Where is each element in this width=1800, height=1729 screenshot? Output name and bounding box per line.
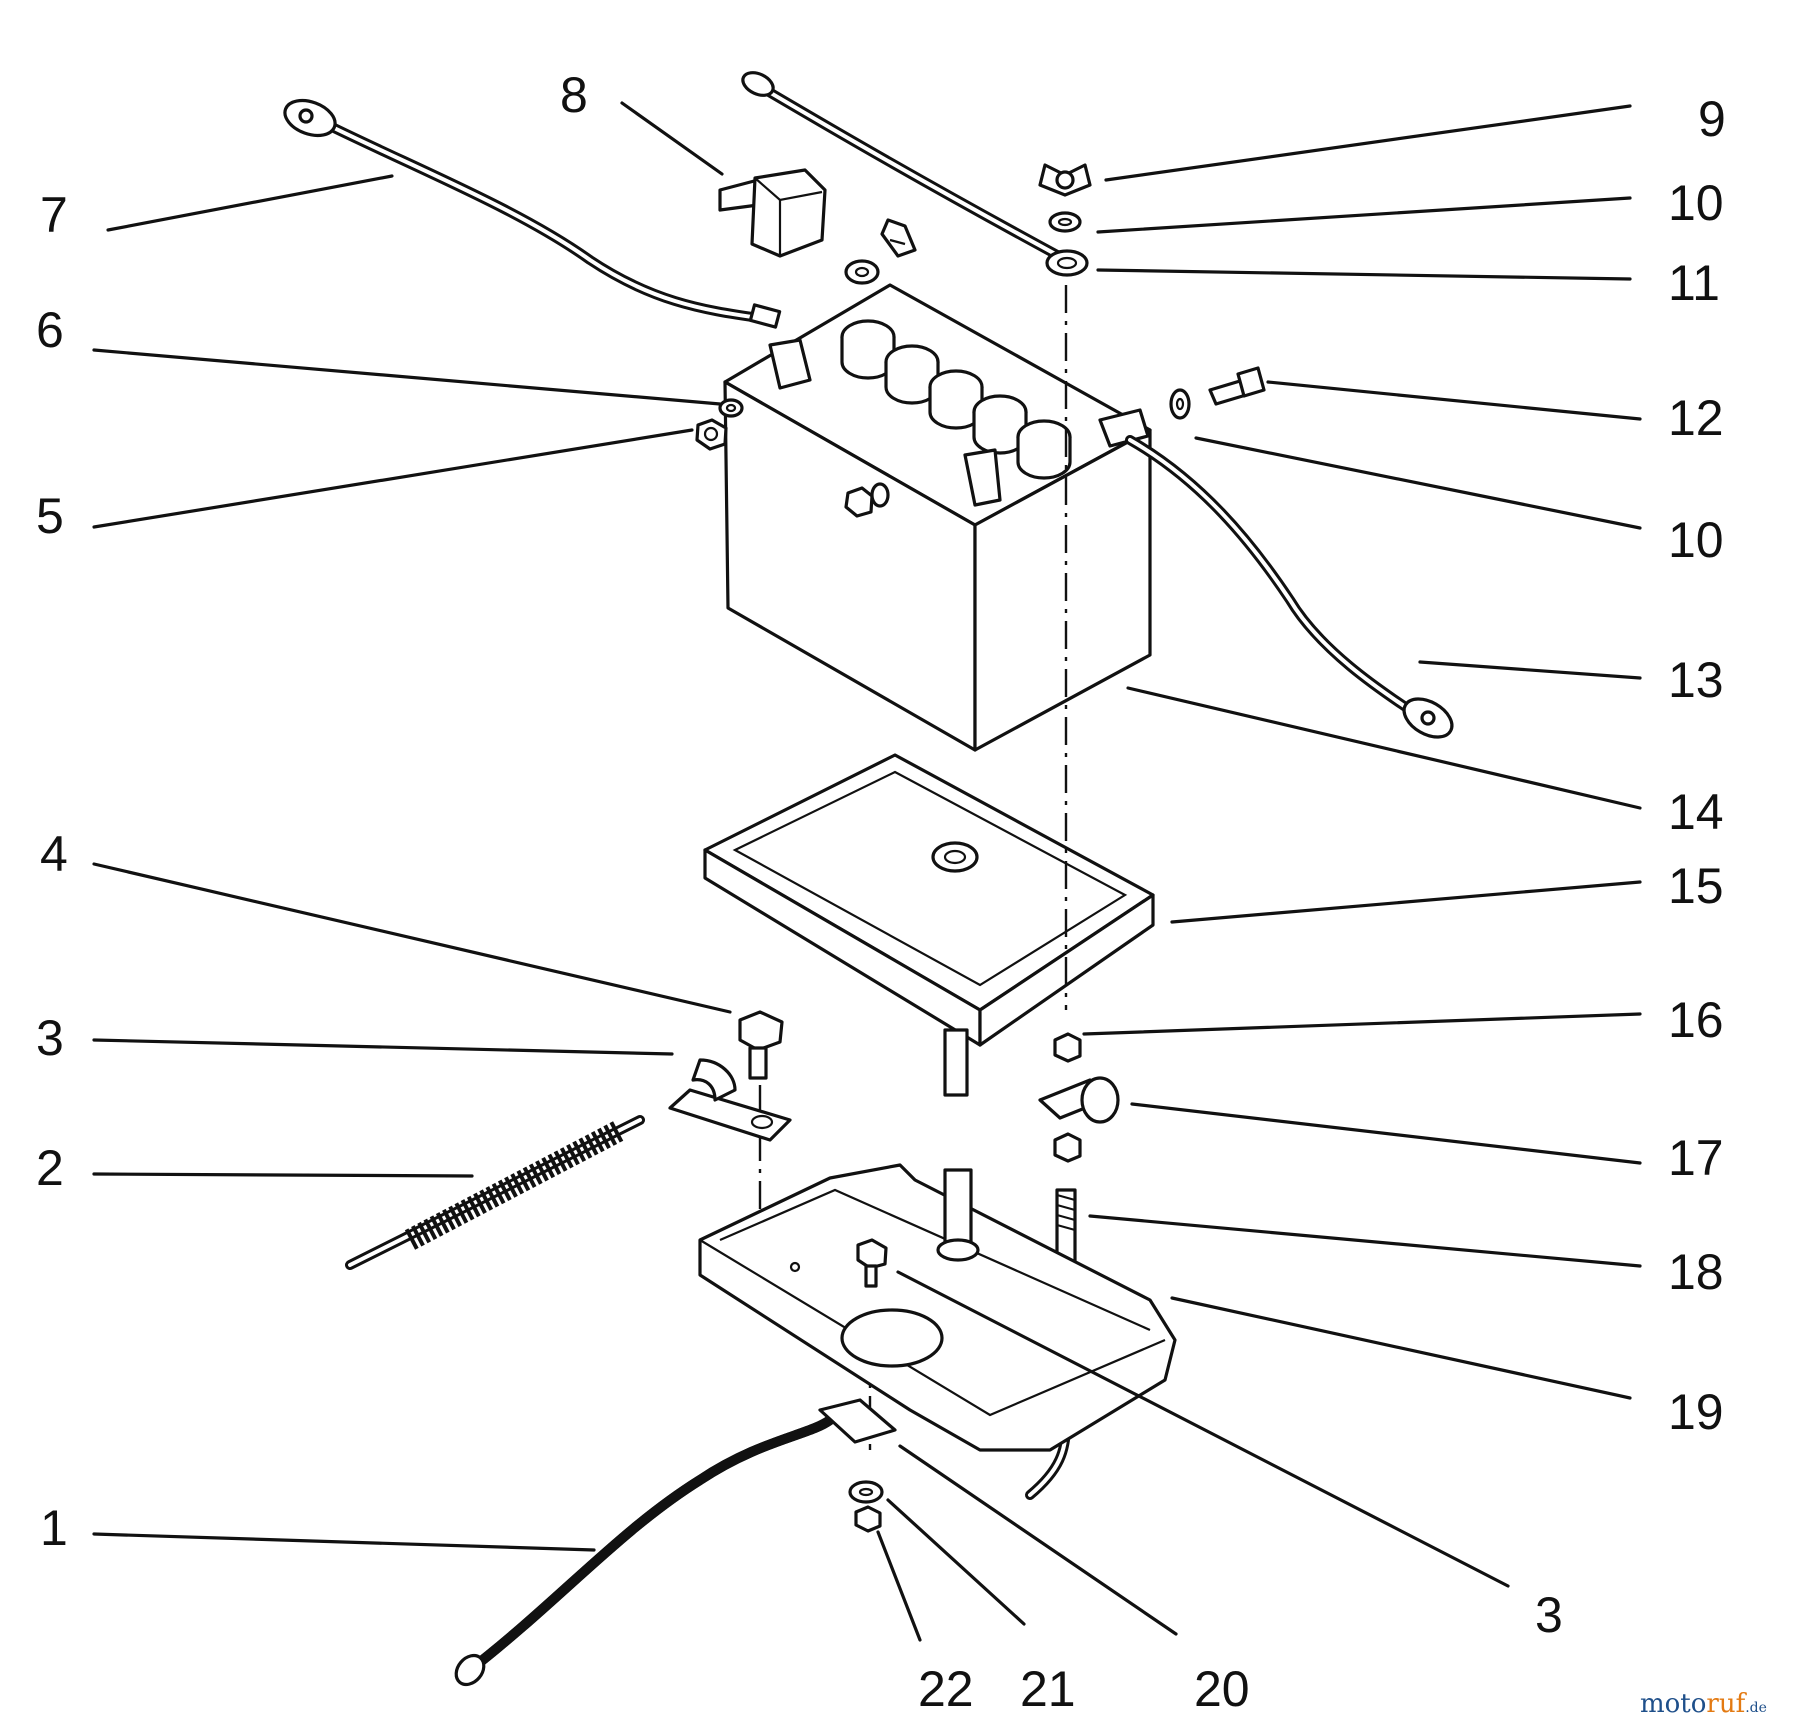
leader-11 [1096,268,1632,281]
nut-part-16 [1053,1032,1082,1063]
leader-3b [896,1270,1510,1588]
callout-10-top: 10 [1668,175,1724,231]
leader-14 [1126,686,1642,810]
battery-cell-caps [840,319,1072,480]
hold-down-rod-upper [741,71,1089,277]
leader-17 [1130,1102,1642,1165]
leader-1 [92,1532,596,1552]
callout-10-right: 10 [1668,512,1724,568]
callout-11: 11 [1668,255,1720,311]
clip-part-20 [818,1398,897,1444]
washer-part-10-top [1048,211,1082,233]
nut-part-5 [695,418,728,451]
terminal-bolt-top [844,218,917,285]
battery-cable-part-13 [1098,408,1454,739]
battery-cable-part-7 [283,98,782,329]
leader-20 [898,1444,1178,1636]
leader-16 [1082,1012,1642,1036]
callout-22: 22 [918,1661,974,1717]
leader-18 [1088,1214,1642,1268]
leader-22 [876,1530,922,1642]
leader-15 [1170,880,1642,924]
callout-15: 15 [1668,858,1724,914]
callout-14: 14 [1668,784,1724,840]
callout-3-left: 3 [36,1010,64,1066]
callout-1: 1 [40,1500,68,1556]
clamp-part-3-upper [668,1058,792,1142]
svg-text:motoruf.de: motoruf.de [1640,1689,1767,1719]
callout-4: 4 [40,826,68,882]
battery-base-part-19 [698,1163,1177,1452]
callout-21: 21 [1020,1661,1076,1717]
bolt-part-12 [1208,366,1266,406]
watermark-part2: ruf [1706,1689,1747,1719]
bolt-part-4 [738,1010,784,1080]
terminal-cover-part-8 [718,168,827,258]
callout-6: 6 [36,302,64,358]
callout-12: 12 [1668,390,1724,446]
leader-12 [1266,380,1642,421]
bolt-on-base [856,1238,888,1288]
watermark-logo: motoruf.de [1640,1689,1767,1719]
washer-part-21 [848,1480,884,1504]
leader-6 [92,348,722,406]
battery-tray-part-15 [703,753,1155,1097]
leader-13 [1418,660,1642,680]
callout-8: 8 [560,67,588,123]
leader-3a [92,1038,674,1056]
callout-20: 20 [1194,1661,1250,1717]
leader-7 [106,174,394,232]
hold-down-rod-part-1 [454,1415,835,1687]
leader-10b [1194,436,1642,530]
leader-8 [620,101,724,176]
callout-2: 2 [36,1140,64,1196]
watermark-part3: .de [1745,1700,1767,1716]
battery-part-14 [723,283,1152,752]
leader-19 [1170,1296,1632,1400]
leader-9 [1104,104,1632,182]
leader-2 [92,1172,474,1178]
watermark-part1: moto [1640,1689,1706,1719]
callout-16: 16 [1668,992,1724,1048]
spring-cable-part-2 [345,1115,645,1270]
clamp-part-17 [1038,1076,1120,1124]
callout-9: 9 [1698,91,1726,147]
callout-7: 7 [40,187,68,243]
terminal-nut-front [844,482,890,518]
leader-5 [92,428,694,529]
callout-18: 18 [1668,1244,1724,1300]
callout-5: 5 [36,488,64,544]
callout-17: 17 [1668,1130,1724,1186]
wing-nut-part-9 [1038,163,1092,197]
leader-4 [92,862,732,1014]
callout-numbers: 7 8 9 10 11 6 5 12 10 13 14 15 4 3 16 2 … [36,67,1726,1717]
leader-10a [1096,196,1632,234]
leader-lines [92,101,1642,1642]
callout-3-right: 3 [1535,1587,1563,1643]
nut-part-22 [854,1505,882,1533]
washer-part-6 [718,398,744,418]
callout-19: 19 [1668,1384,1724,1440]
washer-part-10-right [1169,388,1191,420]
leader-21 [886,1498,1026,1626]
callout-13: 13 [1668,652,1724,708]
